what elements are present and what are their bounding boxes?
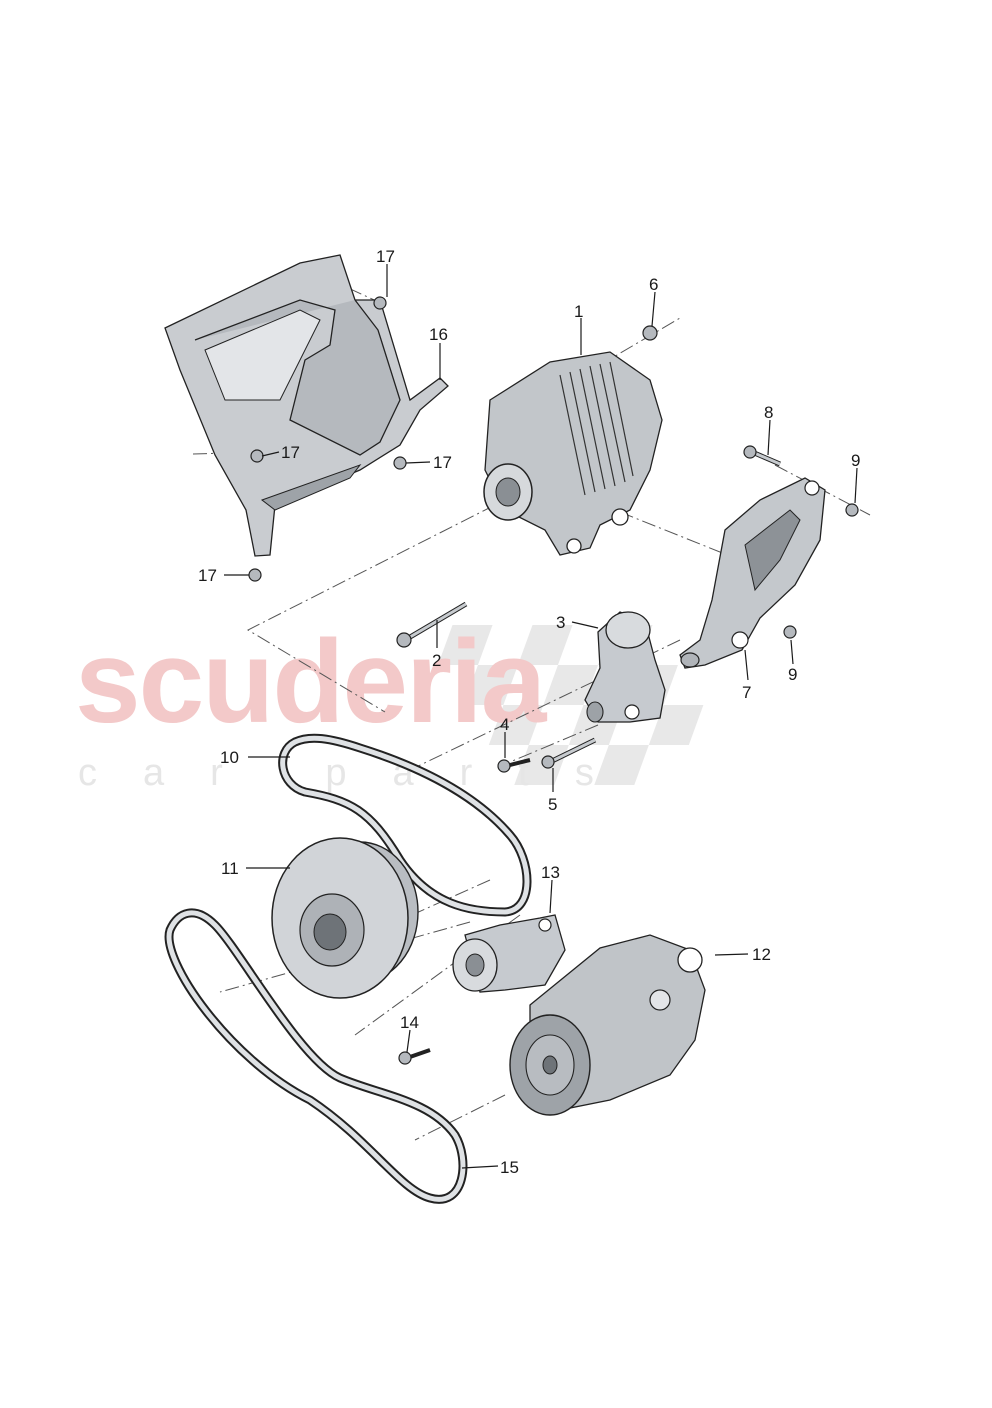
part-12-compressor [509, 934, 706, 1116]
part-3-tensioner [584, 611, 666, 723]
label-13: 13 [541, 863, 560, 882]
watermark-logo: scuderia [75, 616, 548, 748]
part-1-alternator [483, 351, 663, 556]
label-3: 3 [556, 613, 565, 632]
part-10-belt [278, 733, 532, 917]
label-14: 14 [400, 1013, 419, 1032]
label-16: 16 [429, 325, 448, 344]
label-9-upper: 9 [851, 451, 860, 470]
label-8: 8 [764, 403, 773, 422]
part-16-cover [164, 254, 449, 557]
part-7-bracket [679, 477, 826, 669]
part-11-pulley [271, 837, 419, 999]
label-10: 10 [220, 748, 239, 767]
label-11: 11 [221, 859, 239, 878]
label-15: 15 [500, 1158, 519, 1177]
label-6: 6 [649, 275, 658, 294]
label-9-lower: 9 [788, 665, 797, 684]
part-13-tensioner [452, 914, 566, 993]
label-7: 7 [742, 683, 751, 702]
leader-lines [224, 264, 858, 1169]
part-labels: 1 2 3 4 5 6 7 8 9 9 10 11 12 13 14 15 16… [198, 247, 860, 1177]
label-4: 4 [500, 715, 509, 734]
fasteners [248, 296, 859, 1065]
label-2: 2 [432, 651, 441, 670]
label-17-mid-right: 17 [433, 453, 452, 472]
label-17-mid-left: 17 [281, 443, 300, 462]
part-15-belt [164, 908, 468, 1204]
label-17-bottom: 17 [198, 566, 217, 585]
watermark-sub: car parts [78, 752, 640, 794]
label-5: 5 [548, 795, 557, 814]
label-1: 1 [574, 302, 583, 321]
label-17-top: 17 [376, 247, 395, 266]
label-12: 12 [752, 945, 771, 964]
